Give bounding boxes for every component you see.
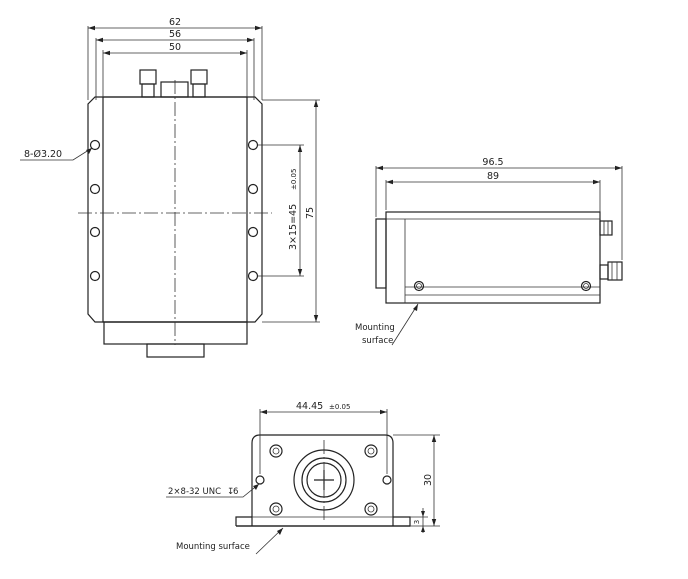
front-hole-r3 [247, 226, 259, 238]
front-top-connector-left [139, 69, 157, 85]
side-view: 96.5 89 Mounting surface [355, 157, 623, 346]
front-housing-outline [87, 96, 263, 323]
end-thread-hole-left [255, 475, 265, 485]
side-connector-bottom-base [599, 264, 609, 280]
front-hole-r1 [247, 139, 259, 151]
dim-50: 50 [169, 42, 181, 53]
end-hole-tl [269, 444, 283, 458]
front-top-connector-left-base [141, 83, 155, 98]
end-hole-br [364, 502, 378, 516]
end-hole-bl [269, 502, 283, 516]
dim-44-45: 44.45 [296, 401, 323, 412]
dim-pitch-tolerance: ±0.05 [290, 169, 298, 190]
front-hole-l4 [89, 270, 101, 282]
dim-pitch: 3×15=45 [288, 204, 299, 250]
end-thread-hole-right [382, 475, 392, 485]
side-rear-block [375, 218, 387, 289]
front-hole-l1 [89, 139, 101, 151]
front-bottom-connector [146, 343, 205, 358]
thread-callout-leader [166, 483, 260, 498]
side-hole-right [580, 280, 592, 292]
front-lower-body [103, 321, 248, 345]
front-top-connector-right-base [192, 83, 206, 98]
hole-callout: 8-Ø3.20 [24, 149, 62, 160]
thread-depth: 6 [233, 487, 238, 497]
end-mounting-label: Mounting surface [176, 542, 250, 552]
dim-89: 89 [487, 171, 499, 182]
dim-56: 56 [169, 29, 181, 40]
side-mounting-label-line1: Mounting [355, 323, 395, 333]
front-top-connector-right [190, 69, 208, 85]
end-body-outline [251, 434, 394, 517]
front-top-center-block [160, 81, 189, 98]
end-base-flange [235, 516, 411, 527]
end-hole-tr [364, 444, 378, 458]
front-hole-r2 [247, 183, 259, 195]
dim-96-5: 96.5 [482, 157, 503, 168]
front-hole-r4 [247, 270, 259, 282]
dim-30: 30 [423, 474, 434, 486]
dim-62: 62 [169, 17, 181, 28]
hole-callout-leader [20, 147, 93, 161]
dim-3: 3 [413, 520, 421, 524]
side-connector-top [599, 220, 613, 236]
end-view: 44.45 ±0.05 30 3 2×8-32 UNC ↧ 6 Mounting… [166, 401, 440, 555]
front-hole-l3 [89, 226, 101, 238]
dim-44-45-tolerance: ±0.05 [329, 403, 350, 411]
side-main-body [385, 211, 601, 304]
dim-75: 75 [305, 207, 316, 219]
front-view: 62 56 50 75 3×15=45 ±0.05 [20, 17, 320, 358]
side-mounting-leader [391, 303, 419, 346]
side-hole-left [413, 280, 425, 292]
side-mounting-label-line2: surface [362, 336, 393, 346]
thread-callout: 2×8-32 UNC [168, 487, 221, 497]
side-connector-bottom [607, 261, 623, 281]
front-hole-l2 [89, 183, 101, 195]
thread-depth-symbol: ↧ [227, 487, 234, 497]
